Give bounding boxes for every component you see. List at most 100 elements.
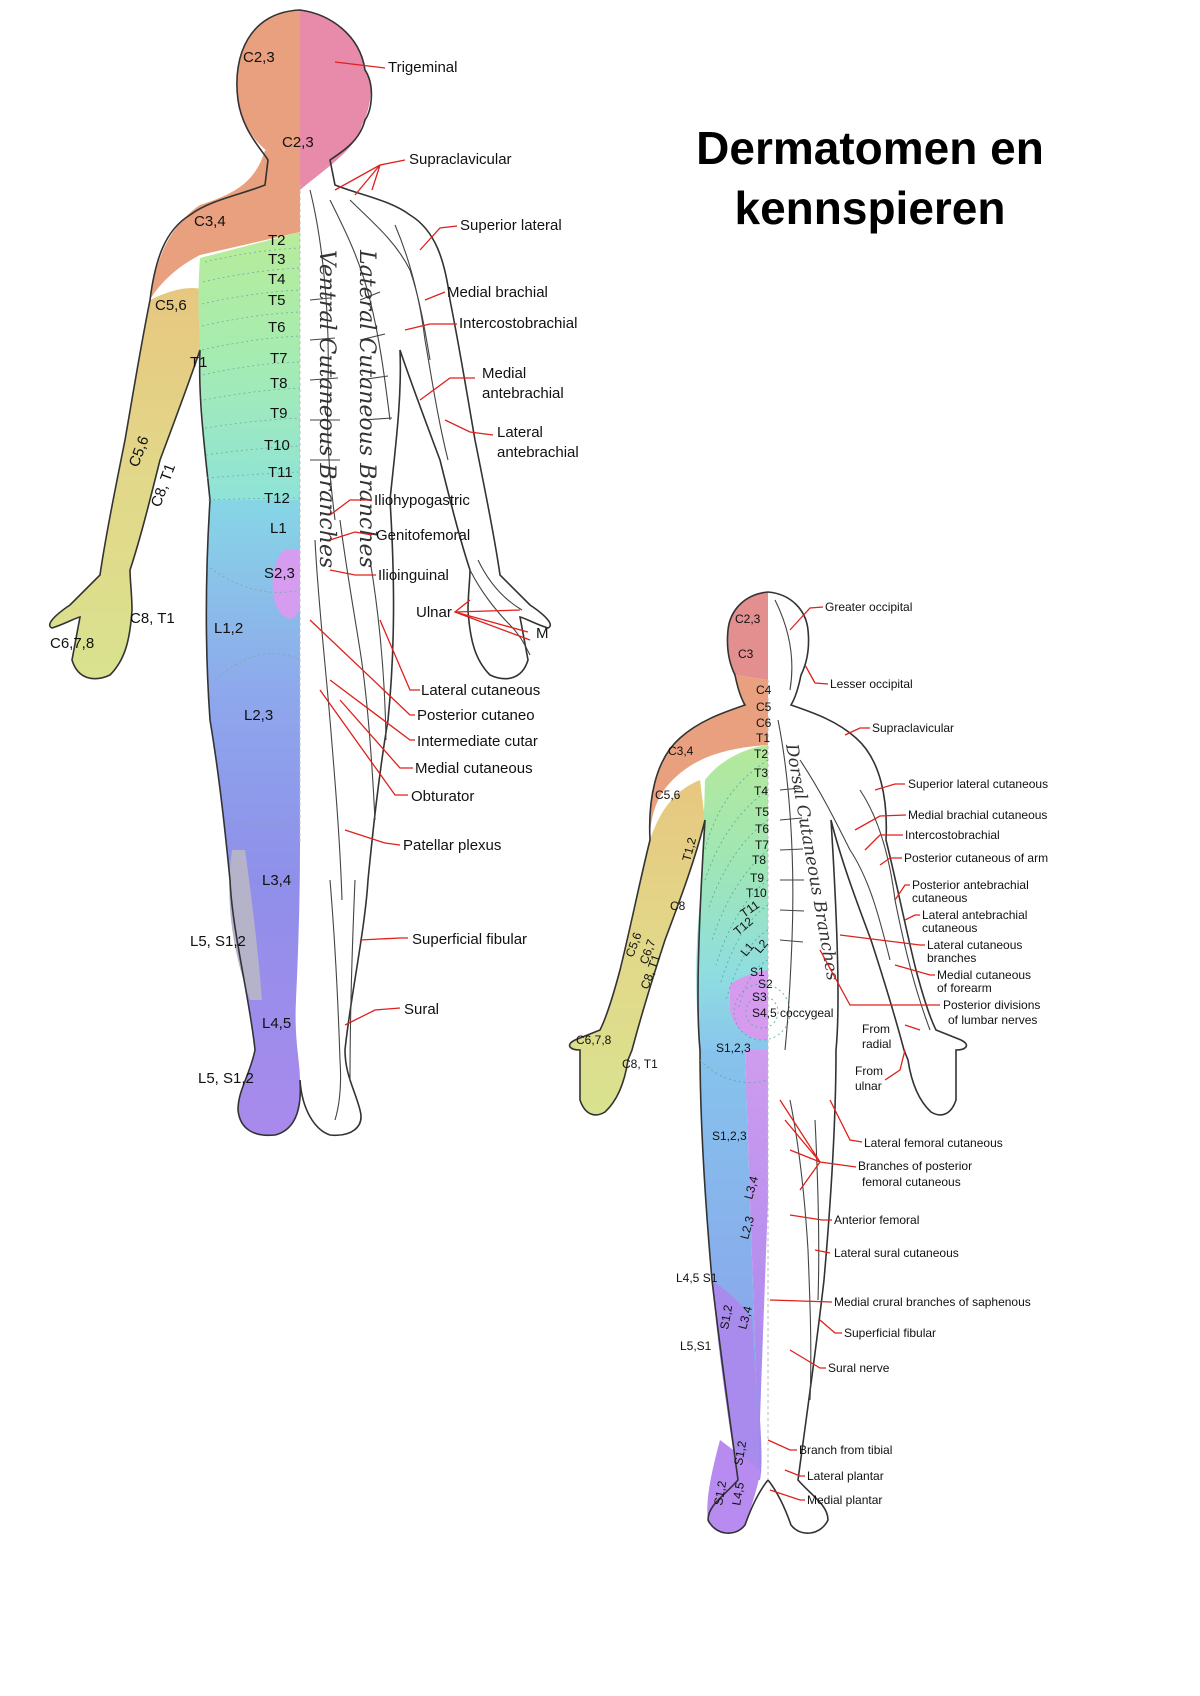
nerve-label: Lateral femoral cutaneous [864, 1136, 1003, 1150]
nerve-label: From [855, 1064, 883, 1078]
nerve-label: Genitofemoral [376, 527, 470, 544]
front-nerve-branches [309, 189, 531, 1121]
dermatome-label: C2,3 [282, 134, 314, 151]
dermatome-label: C5,6 [655, 788, 681, 802]
back-leader-lines [767, 606, 940, 1501]
dermatome-label: T11 [268, 464, 293, 481]
dermatome-label: T10 [746, 886, 767, 900]
dermatome-label: T1,2 [679, 836, 699, 863]
back-trunk-region [696, 745, 768, 1050]
dermatome-label: T8 [270, 375, 288, 392]
front-outline [48, 9, 552, 1137]
nerve-label: Iliohypogastric [374, 492, 470, 509]
dermatome-label: T4 [268, 271, 286, 288]
nerve-label: Intercostobrachial [905, 828, 1000, 842]
nerve-label: of lumbar nerves [948, 1013, 1037, 1027]
dermatome-label: S3 [752, 990, 767, 1004]
front-head-region [236, 10, 300, 190]
dermatome-label: C3,4 [194, 213, 226, 230]
dermatome-label: C2,3 [735, 612, 761, 626]
nerve-label: Lateral [497, 424, 543, 441]
back-sacral-region [730, 970, 768, 1040]
nerve-label: Lateral sural cutaneous [834, 1246, 959, 1260]
front-neck-shoulder-region [150, 150, 300, 300]
back-dermatome-labels: C2,3 C3 C4 C5 C6 T1 C3,4 T2 T3 T4 C5,6 T… [576, 612, 833, 1507]
nerve-label: Branches of posterior [858, 1159, 972, 1173]
dermatome-label: S2 [758, 977, 773, 991]
dermatome-label: C6,7,8 [576, 1033, 612, 1047]
nerve-label: Lateral plantar [807, 1469, 884, 1483]
dermatome-label: L1 [270, 520, 287, 537]
nerve-label: Superior lateral [460, 217, 562, 234]
back-figure: Dorsal Cutaneous Branches C2,3 C3 C4 C5 … [568, 591, 1048, 1534]
dermatome-label: L4,5 S1 [676, 1271, 718, 1285]
dermatome-label: T9 [270, 405, 288, 422]
back-nerve-branches [774, 599, 931, 1401]
dermatome-label: C8, T1 [130, 610, 175, 627]
dermatome-label: S1,2 [711, 1479, 729, 1506]
nerve-label: Medial brachial [447, 284, 548, 301]
dermatome-label: T3 [754, 766, 768, 780]
nerve-label: cutaneous [912, 891, 967, 905]
front-arm-region [49, 288, 205, 679]
dermatome-label: L4,5 [729, 1481, 747, 1507]
dermatome-label: T5 [755, 805, 769, 819]
dermatome-label: C2,3 [243, 49, 275, 66]
nerve-label: M [536, 625, 549, 642]
dermatome-label: T3 [268, 251, 286, 268]
nerve-label: Anterior femoral [834, 1213, 919, 1227]
dermatome-label: L2,3 [737, 1214, 757, 1240]
nerve-label: Obturator [411, 788, 474, 805]
nerve-label: Posterior divisions [943, 998, 1040, 1012]
front-rib-lines [201, 247, 301, 826]
nerve-label: Intermediate cutar [417, 733, 538, 750]
dermatome-label: L5, S1,2 [190, 933, 246, 950]
nerve-label: Lateral cutaneous [421, 682, 540, 699]
dermatome-label: L2,3 [244, 707, 273, 724]
nerve-label: Superficial fibular [844, 1326, 936, 1340]
nerve-label: ulnar [855, 1079, 882, 1093]
dermatome-label: C5 [756, 700, 772, 714]
dermatome-label: C6,7,8 [50, 635, 94, 652]
nerve-label: Medial [482, 365, 526, 382]
nerve-label: cutaneous [922, 921, 977, 935]
dermatome-label: T4 [754, 784, 768, 798]
dermatome-label: C5,6 [155, 297, 187, 314]
dermatome-label: L3,4 [741, 1174, 761, 1200]
back-calf-region [712, 1280, 760, 1480]
nerve-label: Sural [404, 1001, 439, 1018]
nerve-label: Posterior cutaneo [417, 707, 535, 724]
dermatome-label: L4,5 [262, 1015, 291, 1032]
dermatome-label: T12 [264, 490, 290, 507]
dermatome-label: T1 [190, 354, 208, 371]
nerve-label: Supraclavicular [872, 721, 954, 735]
dermatome-label: C3 [738, 647, 754, 661]
dermatome-label: S2,3 [264, 565, 295, 582]
dermatome-label: T2 [754, 747, 768, 761]
nerve-label: Lesser occipital [830, 677, 913, 691]
dermatome-label: C3,4 [668, 744, 694, 758]
nerve-label: antebrachial [497, 444, 579, 461]
front-lateral-branches-text: Lateral Cutaneous Branches [354, 249, 379, 568]
front-ventral-branches-text: Ventral Cutaneous Branches [314, 250, 339, 568]
nerve-label: Lateral antebrachial [922, 908, 1027, 922]
back-dermatome-arcs [699, 759, 791, 1083]
dermatome-label: C8, T1 [622, 1057, 658, 1071]
dermatome-label: C6 [756, 716, 772, 730]
dermatome-label: T7 [755, 838, 769, 852]
nerve-label: Lateral cutaneous [927, 938, 1022, 952]
nerve-label: of forearm [937, 981, 992, 995]
dermatome-label: C8 [670, 899, 686, 913]
nerve-label: Ilioinguinal [378, 567, 449, 584]
dermatome-label: T6 [755, 822, 769, 836]
nerve-label: Greater occipital [825, 600, 912, 614]
nerve-label: radial [862, 1037, 891, 1051]
nerve-label: Branch from tibial [799, 1443, 892, 1457]
front-leader-lines [309, 61, 531, 1026]
nerve-label: branches [927, 951, 976, 965]
dermatome-label: T1 [756, 731, 770, 745]
dermatome-label: L5,S1 [680, 1339, 712, 1353]
dermatome-label: T7 [270, 350, 288, 367]
front-nerve-labels: Trigeminal Supraclavicular Superior late… [374, 59, 579, 1018]
